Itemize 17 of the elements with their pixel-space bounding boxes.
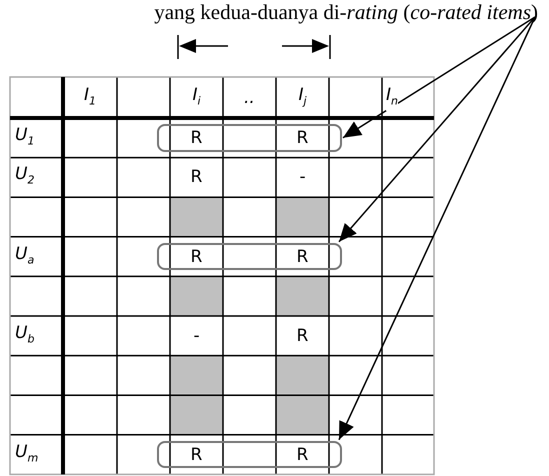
highlight-frame	[157, 242, 342, 270]
rating-value: R	[190, 167, 202, 188]
leader-arrow	[338, 16, 536, 242]
rating-value: -	[194, 326, 200, 346]
rating-value: R	[296, 246, 308, 267]
column-header: I$_{n}$	[386, 84, 398, 111]
rating-value: R	[190, 128, 202, 148]
rating-value: -	[300, 167, 306, 188]
rating-value: R	[296, 326, 308, 346]
highlight-frame	[157, 124, 342, 152]
leader-arrow	[342, 16, 536, 138]
rating-value: R	[296, 444, 308, 465]
highlight-frame	[157, 440, 342, 468]
rating-value: R	[296, 128, 308, 148]
rating-value: R	[190, 444, 202, 465]
rating-value: R	[190, 246, 202, 267]
leader-arrow	[338, 16, 536, 440]
